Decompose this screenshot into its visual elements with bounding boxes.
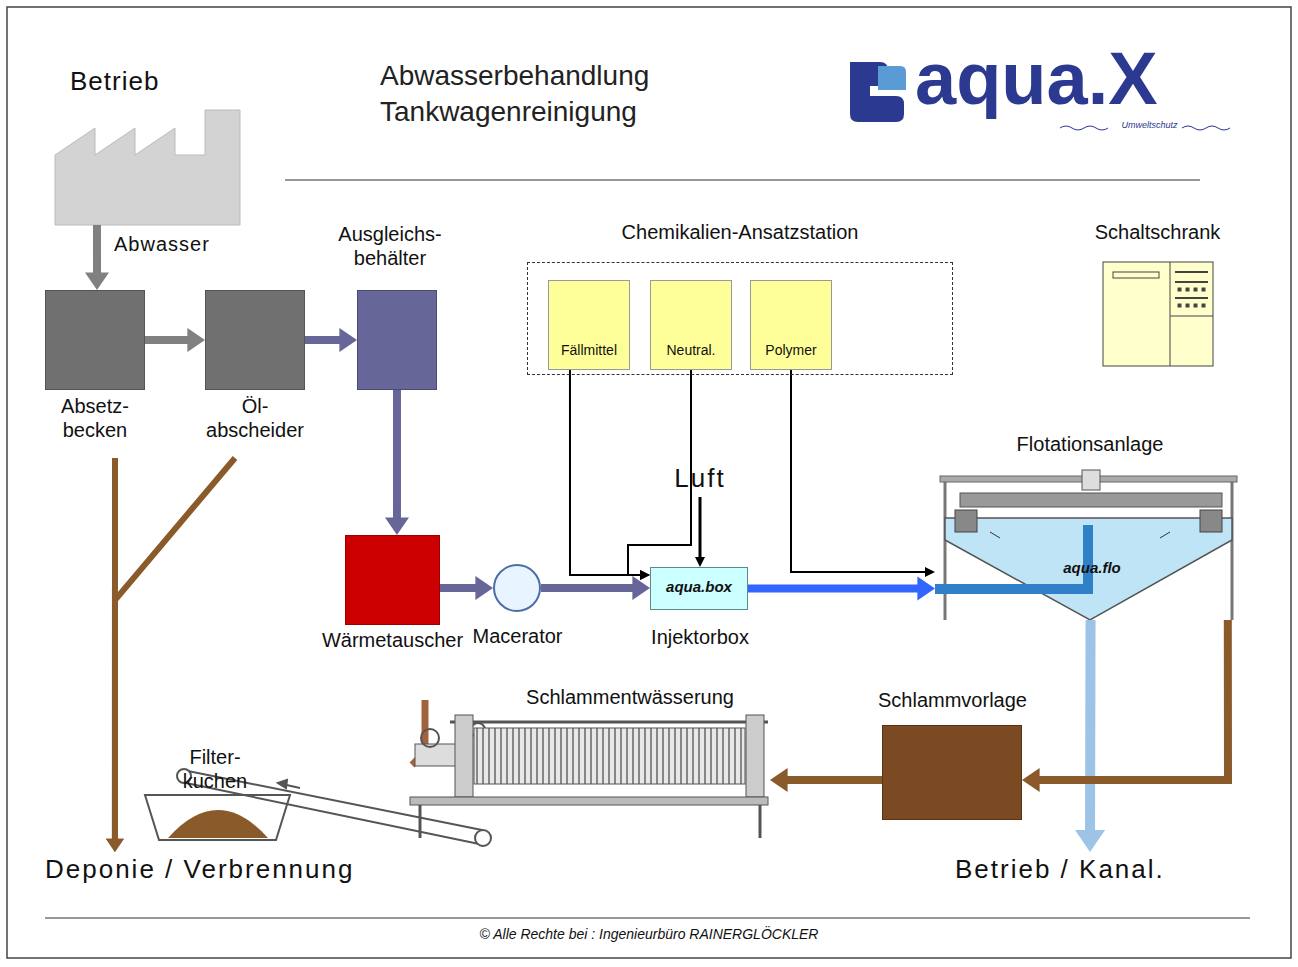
heat-exchanger-box: Wärmetauscher bbox=[335, 535, 450, 655]
flow-arrow bbox=[385, 390, 409, 535]
node-label: aqua.flo bbox=[1047, 559, 1137, 577]
node-shape bbox=[357, 290, 437, 390]
node-label: Neutral. bbox=[650, 342, 732, 359]
chemical-station: Chemikalien-AnsatzstationFällmittel Neutr… bbox=[527, 220, 953, 375]
filter-cake-node: Filter- kuchen bbox=[140, 745, 295, 842]
node-label: aqua.box bbox=[650, 578, 748, 596]
flow-arrow bbox=[791, 370, 935, 577]
flotation-plant bbox=[935, 470, 1237, 620]
node-shape bbox=[1103, 262, 1213, 366]
frame bbox=[7, 7, 1291, 958]
node-label: Polymer bbox=[750, 342, 832, 359]
macerator-circle: Macerator bbox=[470, 564, 565, 654]
node-label: Injektorbox bbox=[625, 625, 775, 649]
node-label: Ausgleichs- behälter bbox=[330, 222, 450, 270]
node-label: Chemikalien-Ansatzstation bbox=[527, 220, 953, 244]
flow-arrow bbox=[748, 577, 935, 601]
filter-cake-tray bbox=[145, 795, 290, 840]
node-shape bbox=[400, 710, 770, 840]
flow-arrow bbox=[1075, 620, 1105, 852]
flow-arrow bbox=[695, 497, 705, 567]
logo-text: aqua.X bbox=[915, 42, 1255, 116]
basin-box: Absetz- becken bbox=[45, 290, 145, 458]
node-shape bbox=[493, 564, 541, 612]
node-label: Schaltschrank bbox=[1085, 220, 1230, 244]
node-shape bbox=[882, 725, 1022, 820]
endpoint-text: Betrieb / Kanal. bbox=[955, 852, 1200, 892]
flow-arrow bbox=[770, 768, 882, 792]
diagram-title: Abwasserbehandlung Tankwagenreinigung bbox=[380, 58, 720, 131]
node-label: Fällmittel bbox=[548, 342, 630, 359]
rule bbox=[285, 179, 1200, 180]
sludge-tank-box: Schlammvorlage bbox=[855, 688, 1050, 820]
node-shape bbox=[45, 290, 145, 390]
node-label: Öl- abscheider bbox=[193, 394, 317, 442]
edge-label: Abwasser bbox=[112, 232, 212, 256]
flow-arrow bbox=[541, 576, 650, 600]
flow-arrow bbox=[440, 576, 493, 600]
node-shape bbox=[55, 110, 240, 225]
filter-press bbox=[410, 700, 768, 838]
control-cabinet-node: Schaltschrank bbox=[1090, 220, 1225, 368]
factory-icon bbox=[55, 110, 240, 225]
node-label: Macerator bbox=[460, 624, 575, 648]
node-label: Betrieb bbox=[70, 66, 220, 97]
control-cabinet bbox=[1103, 262, 1213, 366]
node-shape bbox=[205, 290, 305, 390]
factory-node: Betrieb bbox=[50, 62, 245, 228]
flow-arrow bbox=[1022, 620, 1228, 792]
node-label: Filter- kuchen bbox=[165, 745, 265, 793]
node-shape bbox=[345, 535, 440, 625]
node-label: Wärmetauscher bbox=[310, 628, 475, 652]
rule bbox=[45, 917, 1250, 918]
flow-arrow bbox=[305, 328, 357, 352]
node-label: Absetz- becken bbox=[35, 394, 155, 442]
injector-box: aqua.boxInjektorbox bbox=[630, 567, 770, 652]
node-shape bbox=[145, 795, 290, 840]
endpoint-text: Deponie / Verbrennung bbox=[45, 852, 425, 892]
node-label: Betrieb / Kanal. bbox=[955, 854, 1200, 885]
buffer-tank-box: Ausgleichs- behälter bbox=[330, 222, 440, 390]
chemical-tank: Neutral. bbox=[650, 280, 732, 370]
logo-subtitle: Umweltschutz bbox=[1112, 121, 1187, 130]
separator-box: Öl- abscheider bbox=[205, 290, 305, 458]
flow-arrow bbox=[106, 458, 235, 852]
flow-arrow bbox=[570, 370, 650, 580]
flow-arrow bbox=[145, 328, 205, 352]
node-label: Schlammentwässerung bbox=[490, 685, 770, 709]
caption: © Alle Rechte bei : Ingenieurbüro RAINER… bbox=[0, 926, 1298, 943]
node-label: Luft bbox=[665, 463, 735, 494]
node-label: Flotationsanlage bbox=[975, 432, 1205, 456]
filter-press-node: Schlammentwässerung bbox=[395, 685, 775, 845]
chemical-tank: Polymer bbox=[750, 280, 832, 370]
node-shape bbox=[935, 470, 1240, 620]
flotation-node: Flotationsanlage aqua.flo bbox=[935, 432, 1240, 620]
chemical-tank: Fällmittel bbox=[548, 280, 630, 370]
node-label: Deponie / Verbrennung bbox=[45, 854, 425, 885]
node-label: Schlammvorlage bbox=[850, 688, 1055, 712]
flow-arrow bbox=[85, 225, 109, 290]
air-input: Luft bbox=[665, 463, 735, 497]
